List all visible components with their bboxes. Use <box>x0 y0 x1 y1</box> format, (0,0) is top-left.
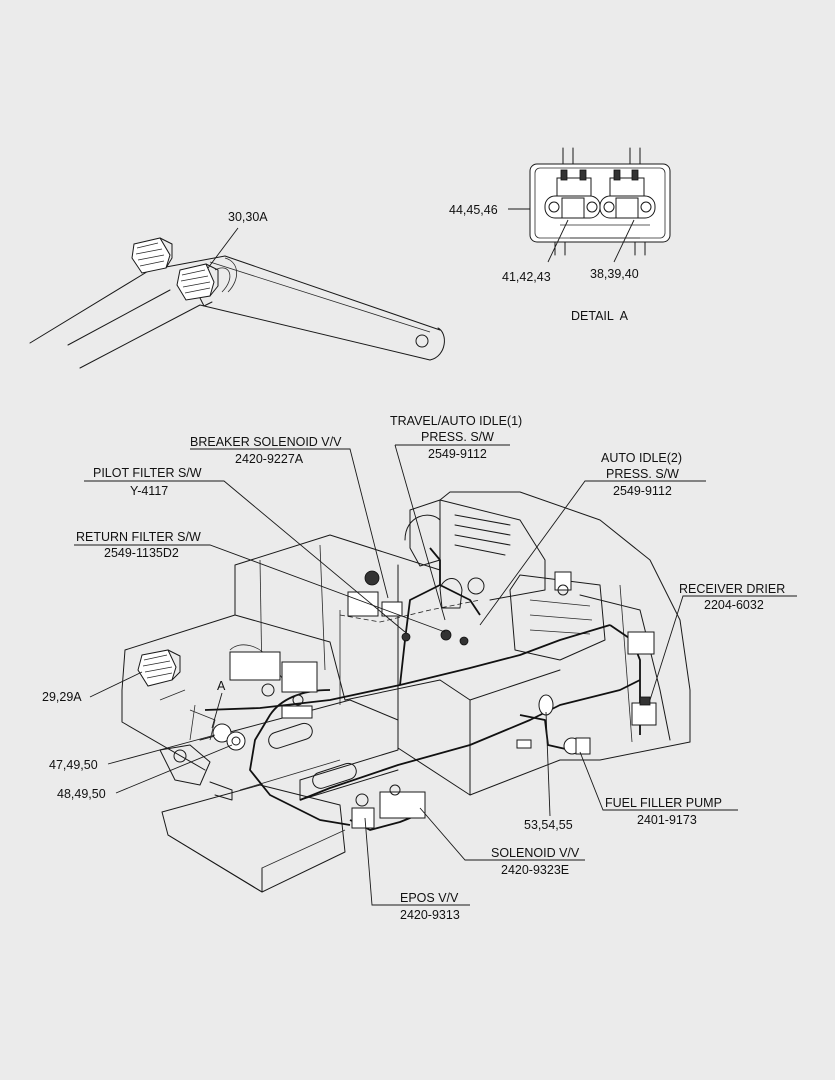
label-epos-part: 2420-9313 <box>400 908 460 922</box>
label-travel-idle-sub: PRESS. S/W <box>421 430 494 444</box>
detail-marker-a: A <box>217 679 226 693</box>
leader-return <box>74 544 446 633</box>
receiver-drier <box>627 631 657 726</box>
boom-work-lamp-front <box>176 263 219 307</box>
label-receiver-part: 2204-6032 <box>704 598 764 612</box>
horn-pair <box>212 723 246 751</box>
label-travel-idle-part: 2549-9112 <box>428 447 487 461</box>
label-solenoid-title: SOLENOID V/V <box>491 846 580 860</box>
leader-receiver <box>649 595 797 701</box>
label-pilot-title: PILOT FILTER S/W <box>93 466 202 480</box>
leader-detail-right <box>613 219 635 263</box>
leader-pilot <box>84 480 406 633</box>
label-solenoid-part: 2420-9323E <box>501 863 569 877</box>
relay-box-a <box>229 651 318 719</box>
detail-a-relay-bracket <box>529 147 671 256</box>
leader-marker-a <box>211 692 223 729</box>
leader-lamp-boom <box>207 227 239 269</box>
label-ref-48: 48,49,50 <box>57 787 106 801</box>
leader-detail-left <box>547 219 569 263</box>
label-auto-idle2-sub: PRESS. S/W <box>606 467 679 481</box>
leader-ref-47 <box>107 734 216 765</box>
leader-auto-idle2 <box>479 480 706 626</box>
label-fuel-part: 2401-9173 <box>637 813 697 827</box>
label-lamp-boom: 30,30A <box>228 210 268 224</box>
leader-epos <box>364 817 470 906</box>
leader-fuel <box>579 751 738 811</box>
leader-ref-53 <box>545 711 551 817</box>
label-detail-right: 38,39,40 <box>590 267 639 281</box>
label-fuel-title: FUEL FILLER PUMP <box>605 796 722 810</box>
fuel-filler-pump <box>563 737 591 755</box>
label-breaker-part: 2420-9227A <box>235 452 304 466</box>
leader-breaker <box>190 448 389 599</box>
label-detail-left: 41,42,43 <box>502 270 551 284</box>
label-auto-idle2-part: 2549-9112 <box>613 484 672 498</box>
leader-ref-48 <box>115 744 233 794</box>
label-return-part: 2549-1135D2 <box>104 546 179 560</box>
label-ref-47: 47,49,50 <box>49 758 98 772</box>
auto-idle-switch <box>554 571 572 596</box>
boom-assembly <box>29 255 445 369</box>
upper-structure-outline <box>121 491 691 893</box>
label-ref-53: 53,54,55 <box>524 818 573 832</box>
frame-work-lamp <box>137 649 181 687</box>
breaker-solenoid-valve <box>347 570 403 617</box>
label-auto-idle2-title: AUTO IDLE(2) <box>601 451 682 465</box>
detail-a-title: DETAIL A <box>571 309 629 323</box>
label-travel-idle-title: TRAVEL/AUTO IDLE(1) <box>390 414 522 428</box>
leader-travel-idle <box>394 444 510 621</box>
label-lamp-frame: 29,29A <box>42 690 82 704</box>
label-epos-title: EPOS V/V <box>400 891 459 905</box>
label-detail-bracket: 44,45,46 <box>449 203 498 217</box>
filter-switches <box>401 577 485 646</box>
label-pilot-part: Y-4117 <box>130 484 168 498</box>
boom-work-lamp-rear <box>131 237 173 274</box>
leader-lamp-frame <box>89 671 143 698</box>
label-return-title: RETURN FILTER S/W <box>76 530 201 544</box>
fuse-block-53 <box>516 694 554 749</box>
label-breaker-title: BREAKER SOLENOID V/V <box>190 435 342 449</box>
label-receiver-title: RECEIVER DRIER <box>679 582 785 596</box>
leader-solenoid <box>419 807 585 861</box>
solenoid-valve-block <box>351 784 426 829</box>
wiring-harness <box>189 547 641 831</box>
